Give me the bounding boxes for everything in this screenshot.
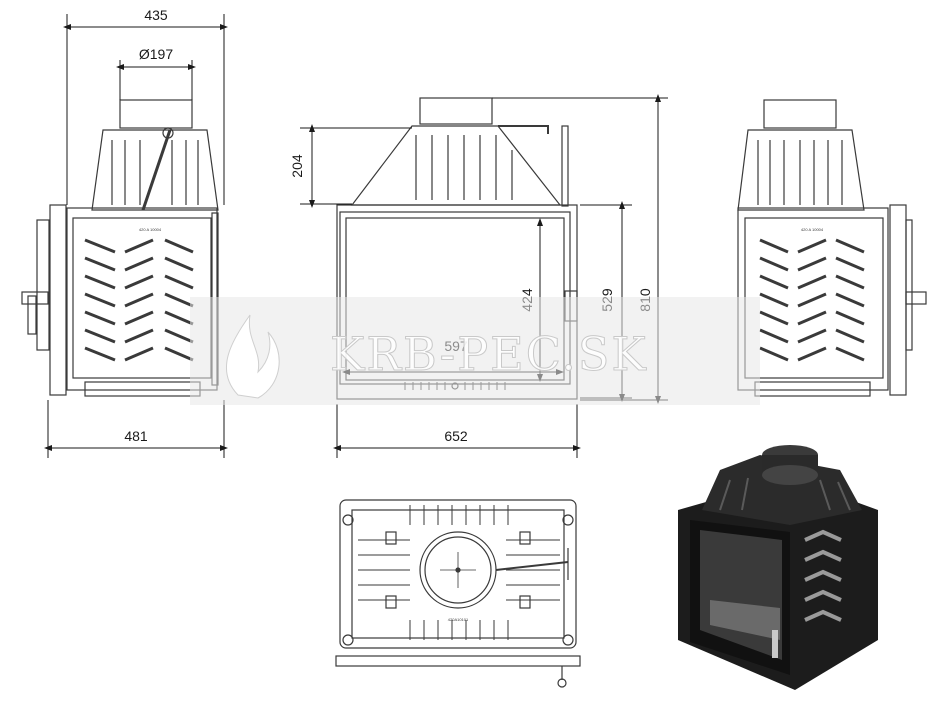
right-chevrons (759, 238, 865, 362)
right-handle (905, 291, 927, 305)
dim-flue-diameter: Ø197 (139, 46, 173, 62)
left-side-view (21, 99, 219, 397)
right-hood (737, 129, 865, 211)
dim-side-width: 435 (144, 7, 168, 23)
left-handle (21, 291, 49, 305)
right-plate-label: 420 A 10004 (801, 227, 824, 232)
front-hood (350, 125, 562, 206)
dim-front-width: 652 (444, 428, 468, 444)
right-flue (763, 99, 837, 129)
top-outline (339, 499, 577, 649)
left-chevrons (84, 238, 194, 362)
dim-side-depth: 481 (124, 428, 148, 444)
flame-logo-icon (225, 314, 280, 399)
top-view (335, 499, 581, 688)
left-plate-label: 420 A 10004 (139, 227, 162, 232)
dim-hood-height: 204 (289, 154, 305, 178)
watermark: KRB-PEC.SK (190, 297, 760, 405)
right-side-view (737, 99, 927, 397)
watermark-text: KRB-PEC.SK (330, 327, 648, 381)
top-plate-label: 420A10101 (448, 617, 469, 622)
left-flue (119, 99, 193, 129)
fireplace-render (678, 445, 878, 690)
front-flue (419, 97, 493, 125)
left-dimensions (44, 14, 228, 458)
top-front-edge (335, 655, 581, 667)
